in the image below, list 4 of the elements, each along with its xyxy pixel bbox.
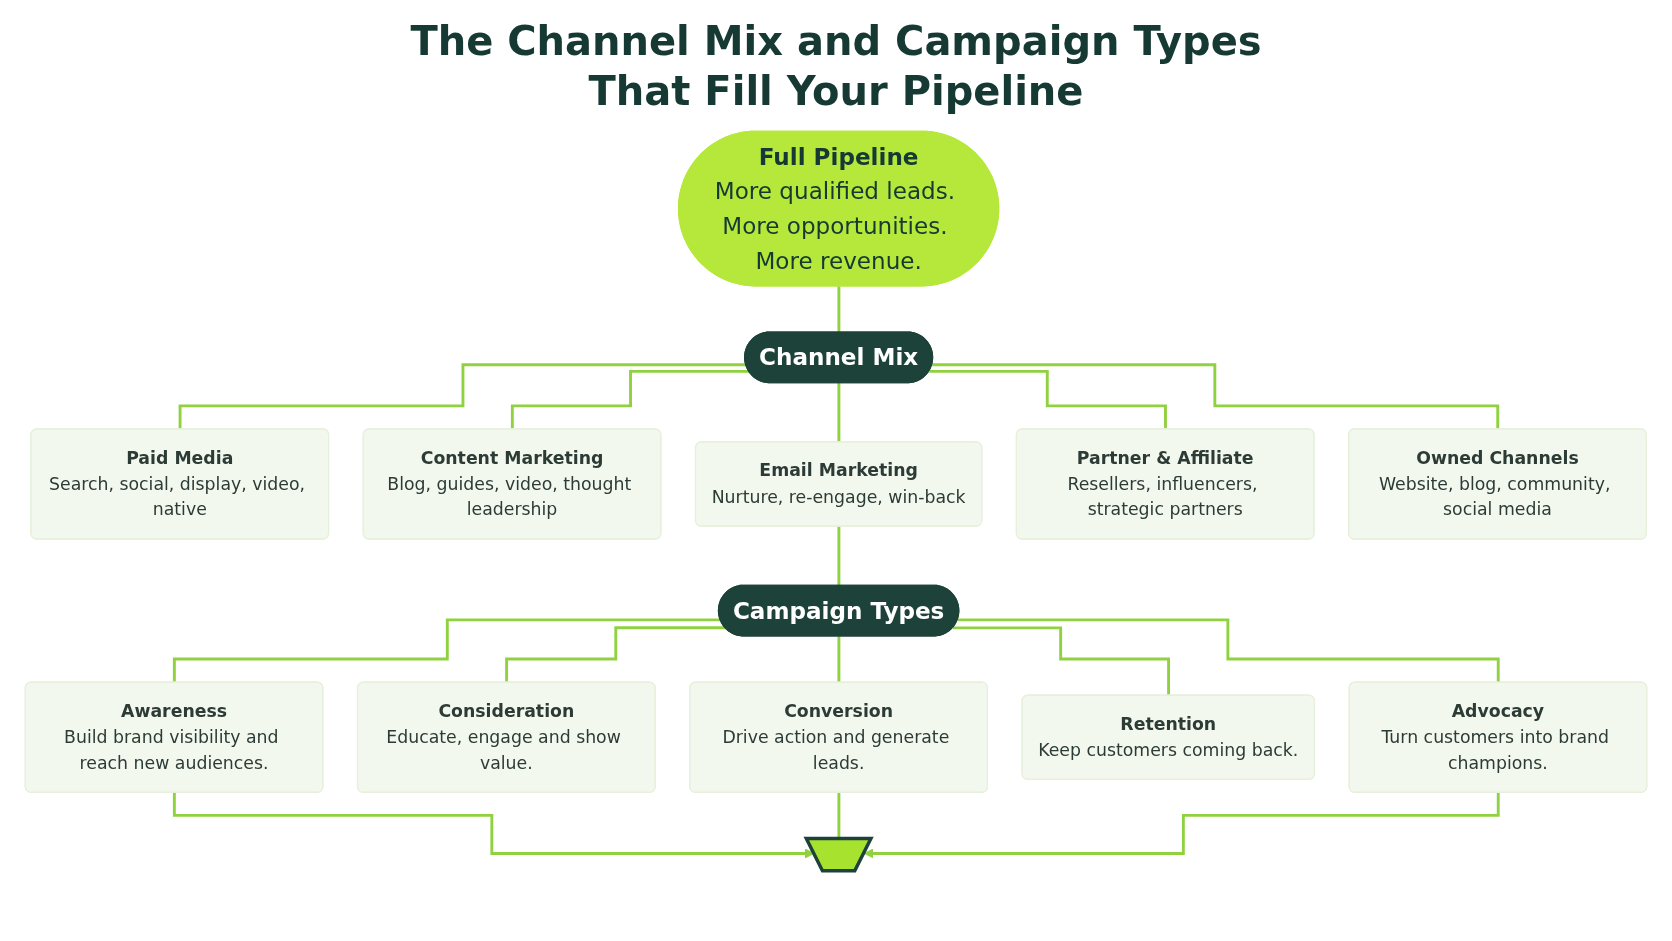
arrow bbox=[172, 791, 815, 859]
title: The Channel Mix and Campaign Types That Fill Your Pipeline bbox=[409, 17, 1263, 116]
arrow bbox=[863, 791, 1500, 859]
node-funnel bbox=[803, 836, 874, 873]
